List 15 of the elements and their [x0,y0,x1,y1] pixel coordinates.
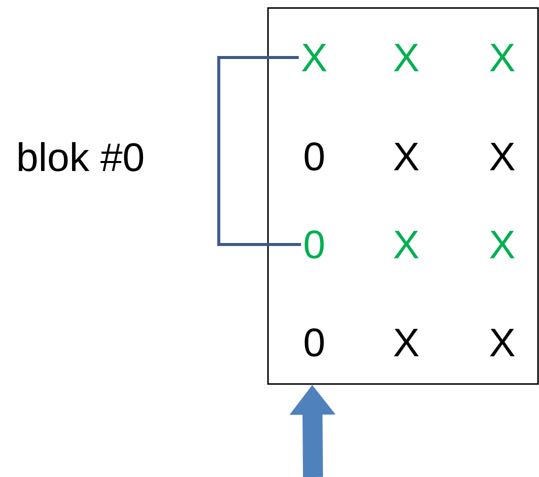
bracket-line [217,56,301,246]
cell-value: X [394,230,419,258]
cell-value: X [490,44,515,72]
matrix-box [267,7,539,385]
cell-value: X [490,328,515,356]
cell-value: X [490,230,515,258]
cell-value: 0 [304,328,324,357]
block-label: blok #0 [18,142,144,172]
cell-value: 0 [304,142,324,171]
cell-value: X [394,44,419,72]
cell-value: X [302,44,327,72]
cell-value: 0 [304,230,324,259]
cell-value: X [490,142,515,170]
cell-value: X [394,328,419,356]
cell-value: X [394,142,419,170]
